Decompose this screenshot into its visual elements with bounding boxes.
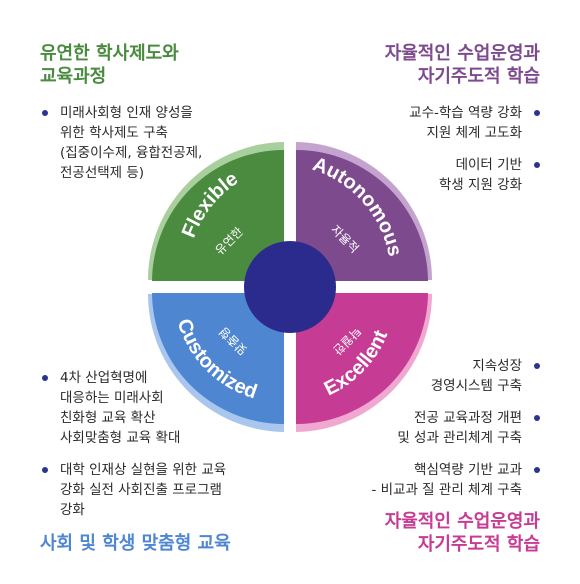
bullet-line: 핵심역량 기반 교과 — [414, 462, 522, 478]
bottom-left-heading-line: 사회 및 학생 맞춤형 교육 — [40, 533, 231, 554]
list-item: 4차 산업혁명에 대응하는 미래사회 친화형 교육 확산 사회맞춤형 교육 확대 — [40, 368, 226, 448]
list-item: 교수-학습 역량 강화 지원 체계 고도화 — [409, 103, 542, 143]
bullet-line: 데이터 기반 — [455, 157, 522, 173]
bullet-line: 대학 인재상 실현을 위한 교육 — [60, 462, 227, 478]
list-item: 핵심역량 기반 교과 - 비교과 질 관리 체계 구축 — [371, 460, 542, 500]
bottom-right-heading-line: 자율적인 수업운영과 — [384, 511, 540, 532]
bullet-dot — [42, 110, 48, 116]
bullet-dot — [534, 363, 540, 369]
bullet-line: 대응하는 미래사회 — [60, 390, 164, 406]
bullet-line: 4차 산업혁명에 — [60, 370, 148, 386]
bullet-line: 위한 학사제도 구축 — [60, 125, 168, 141]
list-item: 미래사회형 인재 양성을 위한 학사제도 구축 (집중이수제, 융합전공제, 전… — [40, 103, 202, 183]
bottom-right-heading: 자율적인 수업운영과 자기주도적 학습 — [385, 510, 540, 556]
top-left-heading: 유연한 학사제도와 교육과정 — [40, 42, 179, 88]
top-left-bullets: 미래사회형 인재 양성을 위한 학사제도 구축 (집중이수제, 융합전공제, 전… — [40, 103, 202, 195]
top-right-heading: 자율적인 수업운영과 자기주도적 학습 — [385, 42, 540, 88]
bottom-right-bullets: 지속성장 경영시스템 구축 전공 교육과정 개편 및 성과 관리체계 구축 핵심… — [371, 356, 542, 512]
bottom-right-heading-line: 자기주도적 학습 — [417, 534, 540, 555]
autonomous-quadrant — [296, 150, 428, 282]
bullet-line: 전공 교육과정 개편 — [414, 410, 522, 426]
top-left-heading-line: 유연한 학사제도와 — [40, 43, 179, 64]
bullet-line: 지원 체계 고도화 — [426, 125, 522, 141]
bullet-line: 강화 — [60, 502, 85, 518]
bullet-line: 친화형 교육 확산 — [60, 410, 156, 426]
bullet-dot — [534, 110, 540, 116]
bullet-line: - 비교과 질 관리 체계 구축 — [371, 482, 522, 498]
bullet-dot — [42, 375, 48, 381]
list-item: 대학 인재상 실현을 위한 교육 강화 실전 사회진출 프로그램 강화 — [40, 460, 226, 520]
bullet-line: 지속성장 — [472, 358, 522, 374]
bottom-left-bullets: 4차 산업혁명에 대응하는 미래사회 친화형 교육 확산 사회맞춤형 교육 확대… — [40, 368, 226, 532]
top-right-heading-line: 자율적인 수업운영과 — [384, 43, 540, 64]
bullet-dot — [534, 415, 540, 421]
bullet-line: 경영시스템 구축 — [430, 378, 522, 394]
top-left-heading-line: 교육과정 — [40, 66, 107, 87]
list-item: 전공 교육과정 개편 및 성과 관리체계 구축 — [371, 408, 542, 448]
customized-quadrant — [152, 292, 284, 424]
bullet-line: 전공선택제 등) — [60, 165, 145, 181]
bullet-line: 및 성과 관리체계 구축 — [397, 430, 522, 446]
bullet-dot — [42, 467, 48, 473]
bullet-dot — [534, 467, 540, 473]
bullet-line: 사회맞춤형 교육 확대 — [60, 430, 181, 446]
bullet-line: 강화 실전 사회진출 프로그램 — [60, 482, 222, 498]
top-right-bullets: 교수-학습 역량 강화 지원 체계 고도화 데이터 기반 학생 지원 강화 — [409, 103, 542, 207]
flexible-quadrant — [152, 150, 284, 282]
bullet-line: 미래사회형 인재 양성을 — [60, 105, 193, 121]
top-right-heading-line: 자기주도적 학습 — [417, 66, 540, 87]
center-circle — [244, 241, 336, 333]
list-item: 지속성장 경영시스템 구축 — [371, 356, 542, 396]
bullet-line: 학생 지원 강화 — [438, 177, 522, 193]
list-item: 데이터 기반 학생 지원 강화 — [409, 155, 542, 195]
bottom-left-heading: 사회 및 학생 맞춤형 교육 — [40, 532, 231, 555]
bullet-line: 교수-학습 역량 강화 — [409, 105, 522, 121]
excellent-quadrant — [296, 292, 428, 424]
bullet-line: (집중이수제, 융합전공제, — [60, 145, 203, 161]
bullet-dot — [534, 162, 540, 168]
